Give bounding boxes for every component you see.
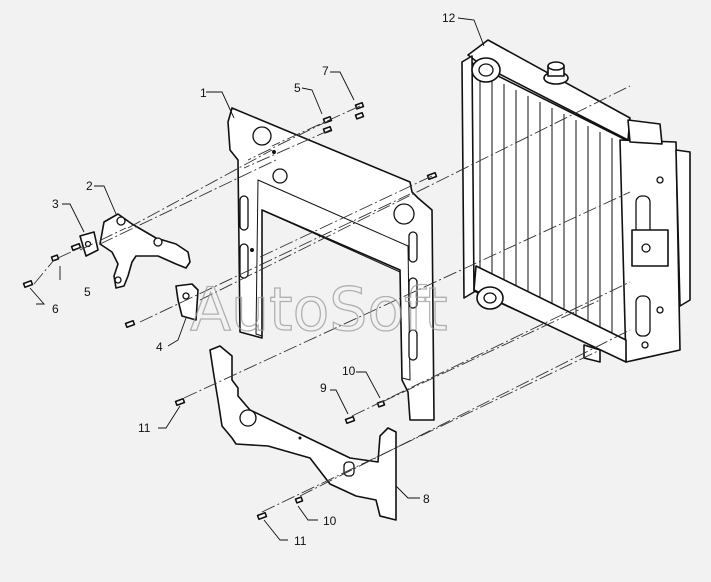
callout-11-bottom: 11 xyxy=(294,534,307,548)
callout-6: 6 xyxy=(52,302,59,316)
shroud-panel xyxy=(227,107,435,421)
callout-8: 8 xyxy=(423,492,430,506)
watermark-text: AutoSoft xyxy=(190,275,448,345)
callout-11-left: 11 xyxy=(138,421,151,435)
upper-bracket xyxy=(99,213,191,289)
lower-frame xyxy=(209,345,397,521)
radiator-assembly xyxy=(461,39,691,363)
callout-2: 2 xyxy=(86,179,93,193)
lower-bracket xyxy=(175,283,199,321)
alignment-lines xyxy=(33,85,631,513)
callout-9: 9 xyxy=(320,381,327,395)
callout-5-top: 5 xyxy=(294,81,301,95)
leader-lines xyxy=(29,17,485,541)
callout-12: 12 xyxy=(442,11,456,25)
callout-10-lower: 10 xyxy=(323,514,337,528)
fasteners xyxy=(22,101,438,521)
callout-10-upper: 10 xyxy=(342,364,356,378)
callout-7: 7 xyxy=(322,64,329,78)
callout-1: 1 xyxy=(200,86,207,100)
clip-part xyxy=(79,231,99,257)
callout-4: 4 xyxy=(156,340,163,354)
callout-labels: 1 2 3 4 5 5 6 7 8 9 10 10 11 11 12 xyxy=(52,11,456,548)
callout-5-left: 5 xyxy=(84,285,91,299)
callout-3: 3 xyxy=(52,197,59,211)
